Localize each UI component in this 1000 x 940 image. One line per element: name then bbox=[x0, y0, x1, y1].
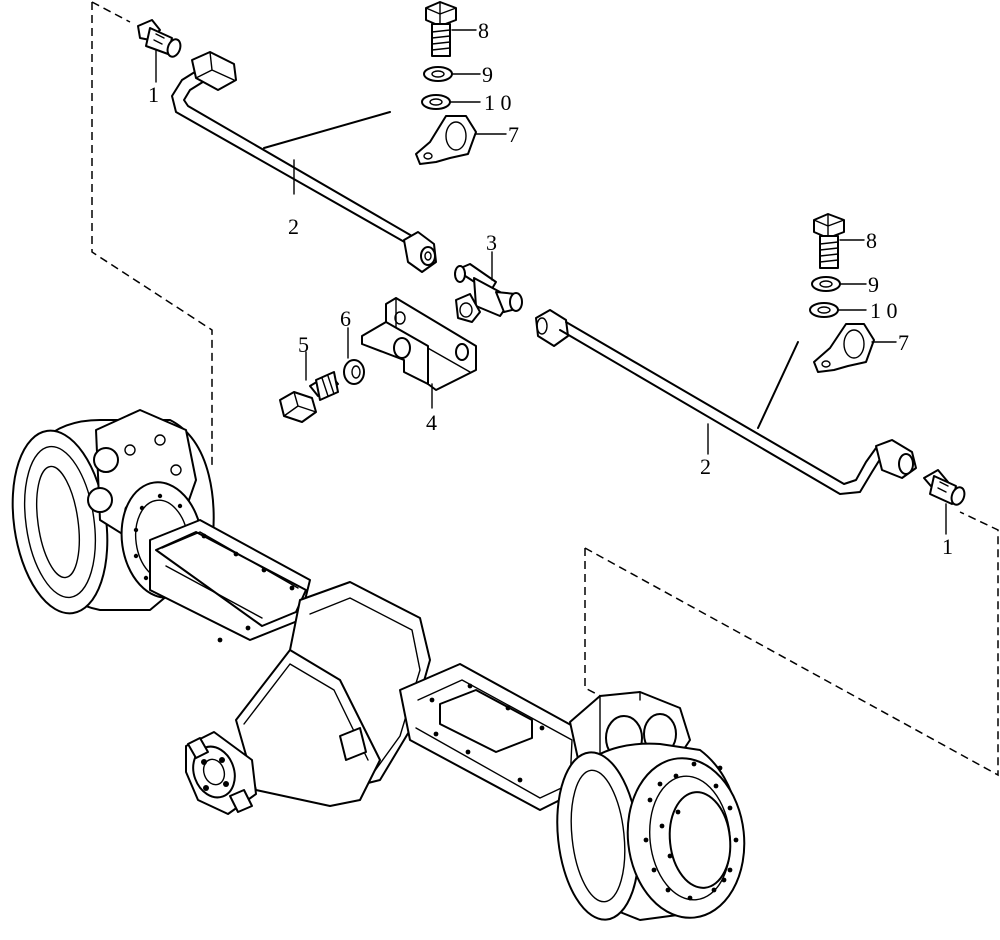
callout-9-lower: 9 bbox=[868, 272, 879, 297]
leader-2b-bar bbox=[757, 341, 799, 429]
dashed-leader-left bbox=[91, 1, 213, 468]
clamp-part-7-upper bbox=[415, 115, 477, 165]
clamp-part-7-lower bbox=[813, 323, 875, 373]
lock-washer-part-9-lower bbox=[811, 276, 841, 292]
bracket-part-4 bbox=[361, 297, 477, 391]
tee-fitting-part-3 bbox=[454, 263, 523, 323]
callout-2-upper: 2 bbox=[288, 214, 299, 239]
callout-10-upper: 1 0 bbox=[484, 90, 512, 115]
bolt-part-8-lower bbox=[813, 213, 845, 269]
callout-1-lower: 1 bbox=[942, 534, 953, 559]
leader-2a-bar bbox=[263, 111, 391, 149]
callout-1-upper: 1 bbox=[148, 82, 159, 107]
callout-4: 4 bbox=[426, 410, 437, 435]
callout-6: 6 bbox=[340, 306, 351, 331]
callout-7-upper: 7 bbox=[508, 122, 519, 147]
callout-7-lower: 7 bbox=[898, 330, 909, 355]
pipe-part-2-lower bbox=[535, 309, 917, 495]
callout-3: 3 bbox=[486, 230, 497, 255]
callout-5: 5 bbox=[298, 332, 309, 357]
washer-part-10-upper bbox=[421, 94, 451, 110]
bolt-part-8-upper bbox=[425, 1, 457, 57]
fitting-part-1-right bbox=[923, 469, 966, 506]
callout-10-lower: 1 0 bbox=[870, 298, 898, 323]
callout-9-upper: 9 bbox=[482, 62, 493, 87]
callout-8-lower: 8 bbox=[866, 228, 877, 253]
lock-washer-part-6 bbox=[343, 359, 365, 385]
axle-assembly bbox=[11, 409, 746, 921]
dashed-leader-right bbox=[584, 511, 999, 777]
bolt-part-5 bbox=[279, 371, 339, 423]
callout-8-upper: 8 bbox=[478, 18, 489, 43]
pipe-part-2-upper bbox=[171, 51, 437, 273]
fitting-part-1-left bbox=[137, 19, 182, 58]
callout-2-lower: 2 bbox=[700, 454, 711, 479]
lock-washer-part-9-upper bbox=[423, 66, 453, 82]
washer-part-10-lower bbox=[809, 302, 839, 318]
